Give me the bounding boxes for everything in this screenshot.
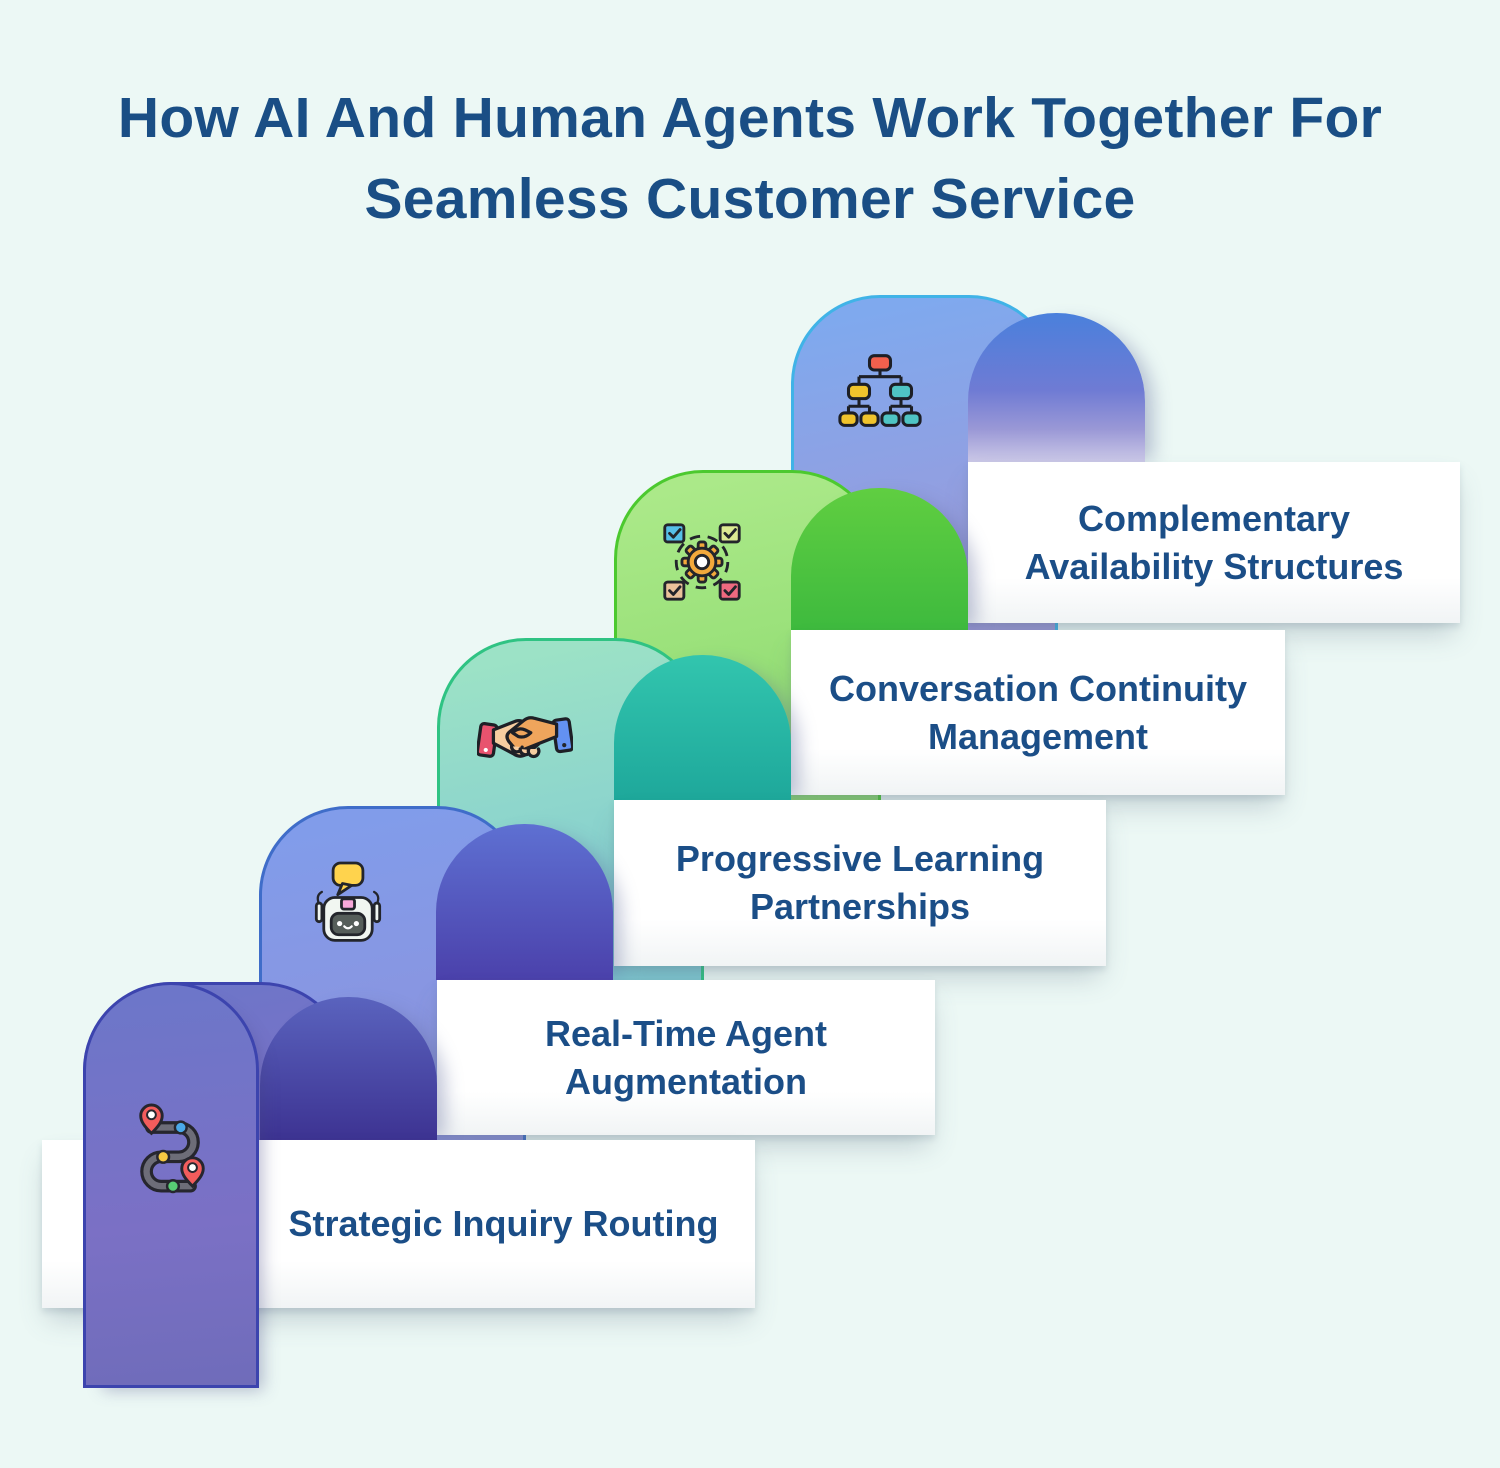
chatbot-icon (314, 861, 382, 942)
arch-front-surface (791, 295, 1058, 630)
step-label: Conversation Continuity Management (828, 667, 1247, 757)
step-label: Strategic Inquiry Routing (288, 1203, 719, 1245)
step-label: Real-Time Agent Augmentation (544, 1012, 828, 1102)
arch-inner-dome (614, 655, 791, 800)
handshake-icon (477, 716, 573, 759)
org-chart-icon (838, 354, 922, 427)
step-label-card: Real-Time Agent Augmentation (437, 980, 935, 1135)
step-label-card: Strategic Inquiry Routing (42, 1140, 755, 1308)
page-title-line2: Seamless Customer Service (364, 166, 1136, 231)
step-label-card: Complementary Availability Structures (968, 462, 1460, 623)
arch-front-surface (83, 982, 350, 1140)
step-label: Complementary Availability Structures (1024, 497, 1404, 587)
step-label-card: Progressive Learning Partnerships (614, 800, 1106, 966)
page-title: How AI And Human Agents Work Together Fo… (0, 78, 1500, 240)
arch-inner-dome (968, 313, 1145, 462)
arch-inner-dome (436, 824, 613, 980)
step-label-card: Conversation Continuity Management (791, 630, 1285, 795)
arch-inner-dome (791, 488, 968, 630)
arch-front-surface (259, 806, 526, 1140)
arch-front-leg (83, 982, 259, 1388)
gear-checklist-icon (663, 523, 741, 601)
arch-front-surface (614, 470, 881, 800)
arch-inner-dome (260, 997, 437, 1140)
page-title-line1: How AI And Human Agents Work Together Fo… (117, 86, 1383, 150)
arch-front-surface (437, 638, 704, 980)
step-label: Progressive Learning Partnerships (675, 838, 1045, 927)
route-icon (139, 1103, 205, 1194)
